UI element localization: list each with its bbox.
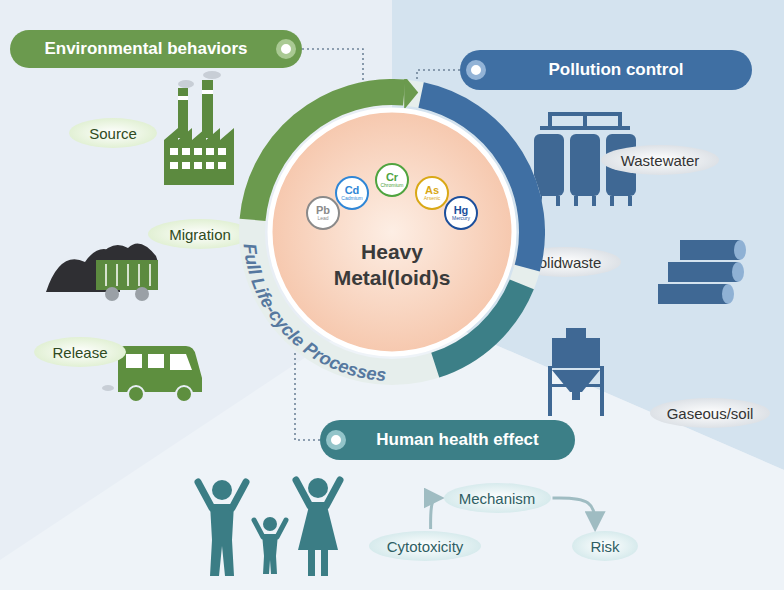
- topic-label: Gaseous/soil: [667, 405, 754, 422]
- topic-label: Migration: [169, 226, 231, 243]
- section-title: Human health effect: [376, 430, 538, 450]
- flow-arrow: [553, 498, 596, 528]
- topic-label: Risk: [590, 538, 619, 555]
- section-header: Human health effect: [320, 420, 575, 460]
- section-header: Pollution control: [460, 50, 752, 90]
- topic-label: Mechanism: [459, 490, 536, 507]
- element-symbol: As: [425, 185, 439, 196]
- element-symbol: Hg: [454, 205, 469, 216]
- central-title: Heavy Metal(loid)s: [317, 239, 467, 385]
- topic-label: Release: [52, 344, 107, 361]
- core-disc: [270, 110, 514, 354]
- factory-icon: [164, 71, 234, 185]
- element-badge: AsArsenic: [415, 176, 449, 210]
- solidwaste-cylinders-icon: [658, 240, 746, 304]
- element-symbol: Cr: [386, 172, 398, 183]
- element-badge: HgMercury: [444, 196, 478, 230]
- ring-label: Full Life-cycle Processes: [239, 242, 387, 385]
- topic-ellipse: Cytotoxicity: [369, 531, 481, 561]
- topic-ellipse: Risk: [572, 531, 638, 561]
- topic-ellipse: Migration: [148, 219, 252, 249]
- coal-truck-icon: [46, 244, 158, 302]
- topic-ellipse: Source: [69, 118, 157, 148]
- section-header: Environmental behaviors: [10, 30, 302, 68]
- element-symbol: Pb: [316, 205, 330, 216]
- element-name: Chromium: [380, 183, 403, 189]
- element-badge: PbLead: [306, 196, 340, 230]
- element-name: Lead: [317, 216, 328, 222]
- central-circle-shape: Full Life-cycle Processes: [239, 79, 545, 385]
- central-circle: Full Life-cycle ProcessesHeavy Metal(loi…: [239, 79, 545, 385]
- topic-label: Source: [89, 125, 137, 142]
- topic-ellipse: Gaseous/soil: [650, 398, 770, 428]
- topic-label: Wastewater: [621, 152, 700, 169]
- pill-marker: [326, 430, 346, 450]
- element-name: Cadmium: [341, 196, 362, 202]
- topic-label: Cytotoxicity: [387, 538, 464, 555]
- flow-arrow: [431, 498, 441, 529]
- pill-marker: [276, 39, 296, 59]
- section-title: Pollution control: [548, 60, 683, 80]
- element-name: Mercury: [452, 216, 470, 222]
- pill-marker: [466, 60, 486, 80]
- element-badge: CdCadmium: [335, 176, 369, 210]
- topic-ellipse: Wastewater: [601, 145, 719, 175]
- hopper-icon: [548, 328, 604, 416]
- ring-arrowhead: [404, 79, 418, 110]
- topic-ellipse: Mechanism: [444, 483, 551, 513]
- topic-ellipse: Release: [34, 337, 126, 367]
- section-title: Environmental behaviors: [44, 39, 247, 59]
- element-badge: CrChromium: [375, 163, 409, 197]
- dotted-leader: [417, 70, 460, 81]
- dotted-leader: [302, 49, 363, 82]
- element-symbol: Cd: [345, 185, 360, 196]
- element-name: Arsenic: [424, 196, 441, 202]
- family-figure: [198, 478, 340, 576]
